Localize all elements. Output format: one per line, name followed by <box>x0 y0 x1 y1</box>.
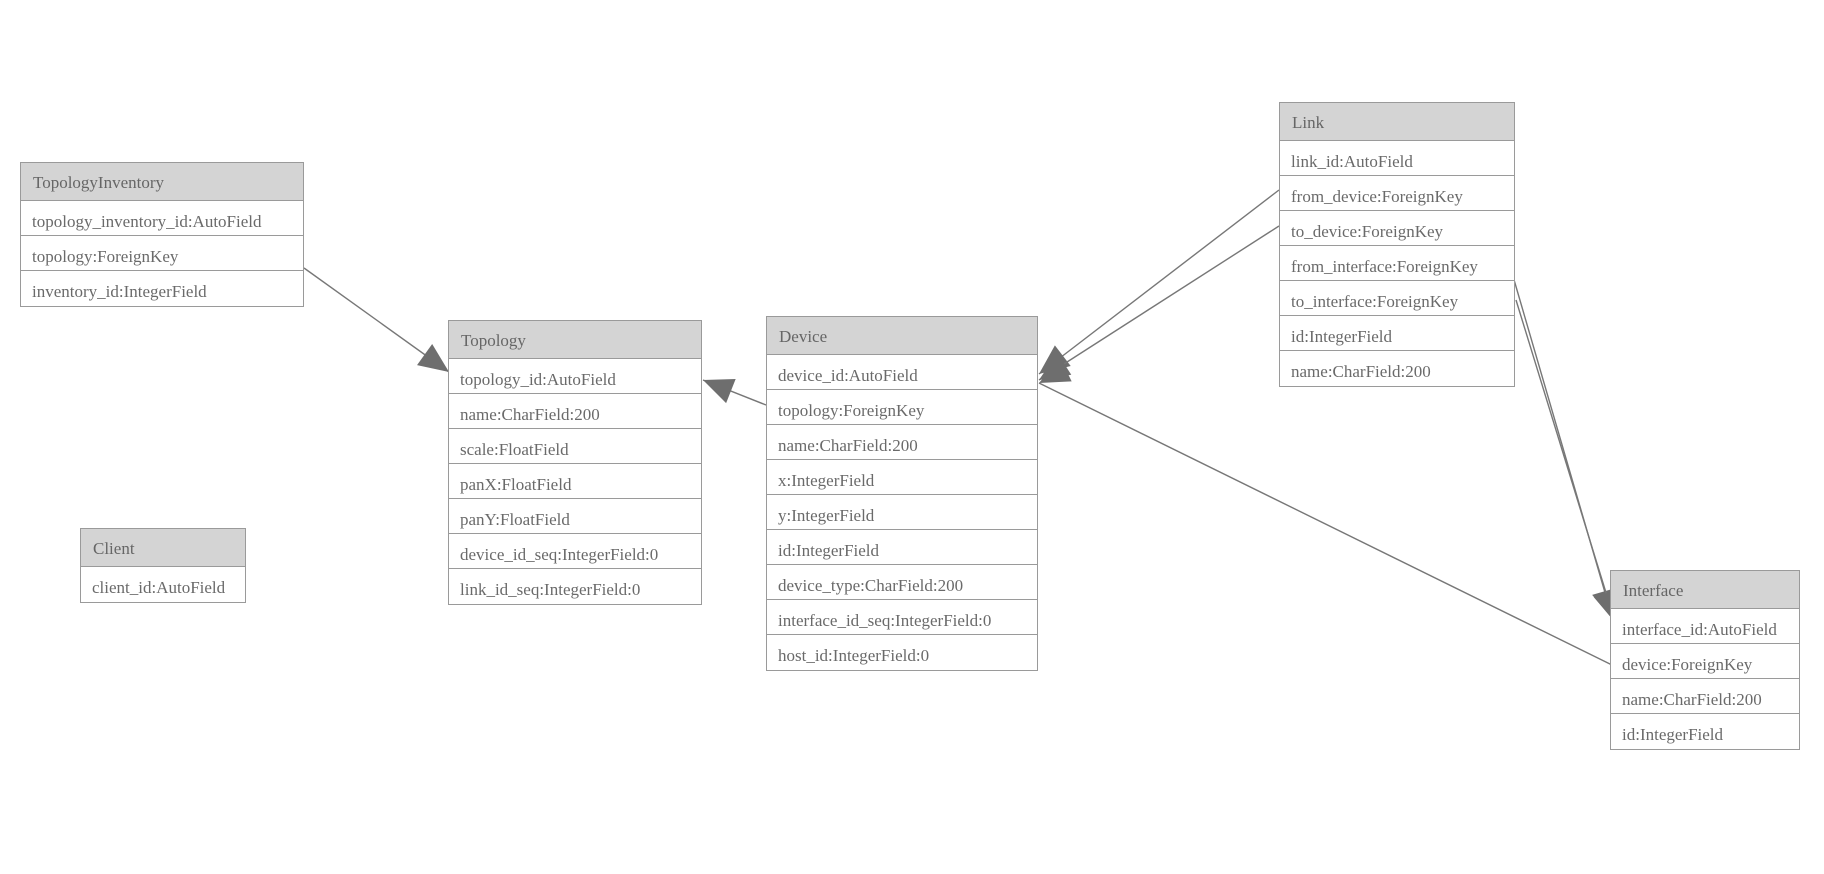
entity-field-row: from_interface:ForeignKey <box>1280 246 1514 281</box>
entity-field-row: id:IntegerField <box>1611 714 1799 749</box>
entity-title-client: Client <box>81 529 245 567</box>
entity-field-row: device_id:AutoField <box>767 355 1037 390</box>
entity-title-interface: Interface <box>1611 571 1799 609</box>
entity-field-row: to_interface:ForeignKey <box>1280 281 1514 316</box>
relationship-line <box>1509 265 1614 621</box>
entity-field-row: name:CharField:200 <box>449 394 701 429</box>
entity-field-row: inventory_id:IntegerField <box>21 271 303 306</box>
entity-field-row: to_device:ForeignKey <box>1280 211 1514 246</box>
entity-field-row: topology:ForeignKey <box>767 390 1037 425</box>
relationship-topologyinventory-to-topology <box>303 267 450 373</box>
entity-field-row: interface_id_seq:IntegerField:0 <box>767 600 1037 635</box>
entity-field-row: name:CharField:200 <box>767 425 1037 460</box>
entity-field-row: topology_inventory_id:AutoField <box>21 201 303 236</box>
entity-field-row: device:ForeignKey <box>1611 644 1799 679</box>
entity-field-row: id:IntegerField <box>1280 316 1514 351</box>
entity-title-link: Link <box>1280 103 1514 141</box>
entity-field-row: y:IntegerField <box>767 495 1037 530</box>
relationship-link-tointerface-to-interface <box>1515 299 1619 623</box>
entity-field-row: topology:ForeignKey <box>21 236 303 271</box>
entity-title-device: Device <box>767 317 1037 355</box>
relationship-arrowhead <box>1039 358 1072 383</box>
relationship-arrowhead <box>1039 345 1071 374</box>
relationship-line <box>1515 299 1616 623</box>
relationship-line <box>702 379 767 406</box>
entity-field-row: panX:FloatField <box>449 464 701 499</box>
relationship-line <box>303 267 450 373</box>
entity-field-row: interface_id:AutoField <box>1611 609 1799 644</box>
relationship-device-to-topology <box>702 378 767 406</box>
entity-field-row: name:CharField:200 <box>1611 679 1799 714</box>
entity-title-topology-inventory: TopologyInventory <box>21 163 303 201</box>
relationship-line <box>1038 225 1280 381</box>
relationship-arrowhead <box>417 343 449 372</box>
entity-field-row: id:IntegerField <box>767 530 1037 565</box>
relationship-line <box>1038 189 1280 375</box>
entity-field-row: device_id_seq:IntegerField:0 <box>449 534 701 569</box>
entity-field-row: topology_id:AutoField <box>449 359 701 394</box>
entity-field-row: x:IntegerField <box>767 460 1037 495</box>
entity-field-row: link_id_seq:IntegerField:0 <box>449 569 701 604</box>
relationship-line <box>1038 382 1613 666</box>
entity-field-row: link_id:AutoField <box>1280 141 1514 176</box>
entity-field-row: name:CharField:200 <box>1280 351 1514 386</box>
relationship-arrowhead <box>1039 352 1072 380</box>
entity-field-row: scale:FloatField <box>449 429 701 464</box>
entity-field-row: client_id:AutoField <box>81 567 245 602</box>
relationship-link-fromdevice-to-device <box>1038 189 1280 375</box>
relationship-link-todevice-to-device <box>1038 225 1280 381</box>
entity-field-row: panY:FloatField <box>449 499 701 534</box>
relationship-link-frominterface-to-interface <box>1509 265 1618 621</box>
relationship-interface-device-to-device <box>1038 358 1613 666</box>
entity-field-row: from_device:ForeignKey <box>1280 176 1514 211</box>
entity-title-topology: Topology <box>449 321 701 359</box>
entity-field-row: device_type:CharField:200 <box>767 565 1037 600</box>
relationship-arrowhead <box>703 378 736 404</box>
entity-field-row: host_id:IntegerField:0 <box>767 635 1037 670</box>
